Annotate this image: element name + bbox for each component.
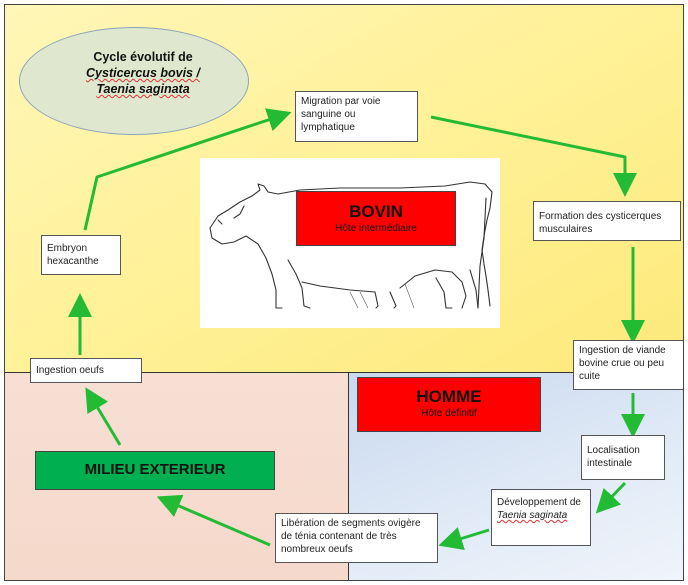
host-homme-box: HOMME Hôte définitif: [357, 377, 541, 432]
step-developpement: Développement de Taenia saginata: [491, 489, 591, 546]
milieu-exterieur-box: MILIEU EXTERIEUR: [35, 451, 275, 490]
title-line-2: Cysticercus bovis /: [86, 66, 200, 80]
step-migration: Migration par voie sanguine ou lymphatiq…: [295, 91, 418, 142]
arrow-developpement-to-liberation: [438, 527, 490, 551]
arrow-liberation-to-milieu: [156, 494, 271, 547]
host-bovin-name: BOVIN: [349, 202, 403, 221]
title-ellipse: [19, 27, 249, 135]
step-localisation: Localisation intestinale: [581, 435, 665, 480]
step-ingestion-oeufs: Ingestion oeufs: [30, 358, 142, 383]
host-bovin-role: Hôte intermédiaire: [335, 223, 417, 234]
title-line-3: Taenia saginata: [96, 82, 190, 96]
host-bovin-box: BOVIN Hôte intermédiaire: [296, 191, 456, 246]
diagram-title: Cycle évolutif de Cysticercus bovis / Ta…: [63, 49, 223, 97]
host-homme-name: HOMME: [416, 387, 482, 406]
step-liberation: Libération de segments ovigère de ténia …: [275, 513, 438, 563]
diagram-frame: Cycle évolutif de Cysticercus bovis / Ta…: [4, 4, 684, 581]
arrow-embryon-to-migration: [83, 108, 292, 231]
title-line-1: Cycle évolutif de: [93, 50, 193, 64]
cow-icon: [209, 181, 493, 309]
cycle-arrows: [68, 108, 645, 551]
step-ingestion-viande: Ingestion de viande bovine crue ou peu c…: [573, 340, 683, 390]
step-embryon: Embryon hexacanthe: [41, 235, 121, 275]
host-homme-role: Hôte définitif: [421, 408, 477, 419]
arrow-migration-to-formation: [430, 115, 637, 197]
arrow-localisation-to-developpement: [595, 481, 627, 514]
step-formation: Formation des cysticerques musculaires: [533, 201, 681, 241]
arrow-milieu-to-ingestion-oeufs: [85, 387, 122, 446]
